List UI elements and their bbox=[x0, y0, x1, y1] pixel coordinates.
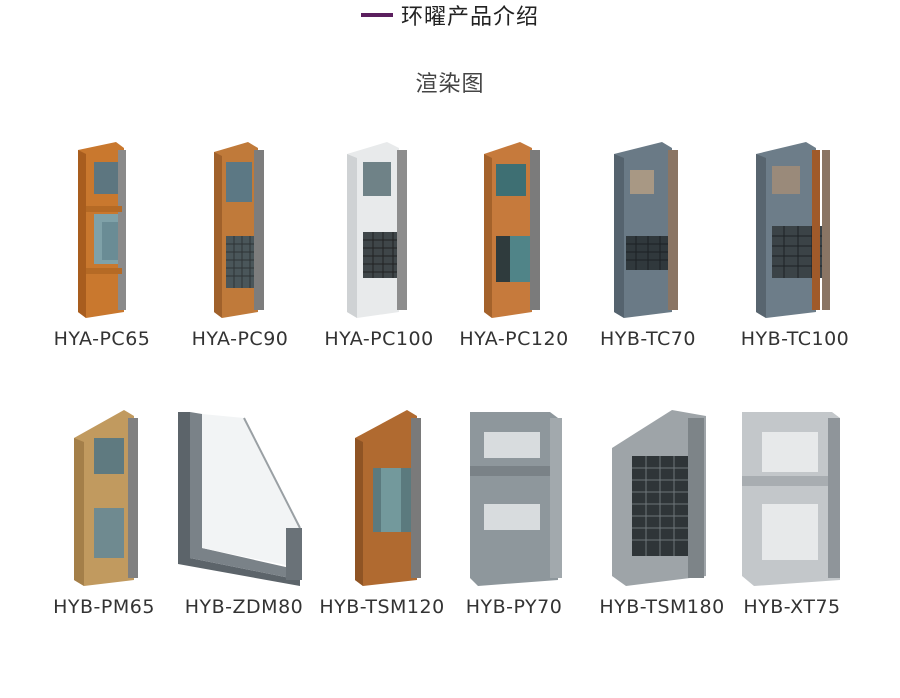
product-label: HYB-PM65 bbox=[53, 596, 155, 618]
window-profile-section-icon bbox=[34, 408, 174, 586]
section-subtitle: 渲染图 bbox=[415, 72, 485, 97]
window-profile-section-icon bbox=[578, 140, 718, 318]
product-label: HYA-PC120 bbox=[459, 328, 569, 350]
window-profile-section-icon bbox=[170, 140, 310, 318]
page-title: 环曜产品介绍 bbox=[400, 5, 539, 30]
window-profile-section-icon bbox=[32, 140, 172, 318]
page-header: 环曜产品介绍 bbox=[0, 0, 900, 30]
window-profile-section-icon bbox=[174, 408, 314, 586]
product-label: HYB-ZDM80 bbox=[184, 596, 304, 618]
window-profile-section-icon bbox=[722, 408, 862, 586]
product-label: HYB-PY70 bbox=[465, 596, 563, 618]
product-label: HYB-TSM180 bbox=[599, 596, 725, 618]
product-label: HYA-PC90 bbox=[191, 328, 289, 350]
header-accent-bar bbox=[360, 13, 393, 17]
product-label: HYB-TC100 bbox=[740, 328, 850, 350]
window-profile-section-icon bbox=[312, 408, 452, 586]
window-profile-section-icon bbox=[725, 140, 865, 318]
product-label: HYA-PC65 bbox=[53, 328, 151, 350]
window-profile-section-icon bbox=[592, 408, 732, 586]
product-label: HYB-TC70 bbox=[600, 328, 696, 350]
window-profile-section-icon bbox=[444, 140, 584, 318]
product-label: HYA-PC100 bbox=[324, 328, 434, 350]
product-label: HYB-TSM120 bbox=[319, 596, 445, 618]
product-label: HYB-XT75 bbox=[743, 596, 841, 618]
window-profile-section-icon bbox=[309, 140, 449, 318]
window-profile-section-icon bbox=[444, 408, 584, 586]
